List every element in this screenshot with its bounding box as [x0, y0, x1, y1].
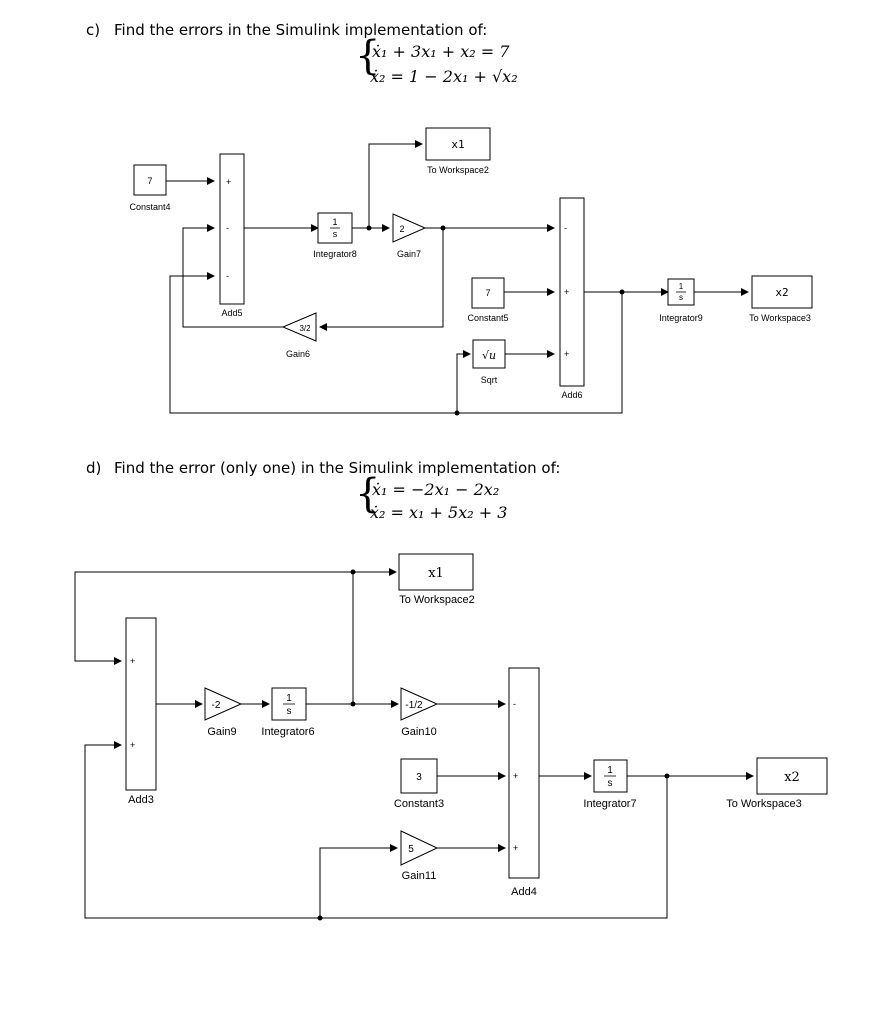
to-workspace3-d-block[interactable] [756, 757, 828, 795]
question-d-eq2: ẋ₂ = x₁ + 5x₂ + 3 [370, 503, 508, 522]
signal-lines-c [166, 140, 749, 414]
to-workspace2-c-block[interactable] [425, 127, 491, 161]
gain10-label: Gain10 [401, 726, 436, 738]
to-workspace3-d-var: x2 [784, 770, 800, 785]
add5-block[interactable] [219, 153, 245, 305]
gain6-value: 3/2 [299, 324, 311, 333]
constant4-block[interactable] [133, 164, 167, 196]
add5-sign-1: + [226, 177, 231, 187]
add6-block[interactable] [559, 197, 585, 387]
gain7-block[interactable] [392, 213, 427, 243]
gain9-value: -2 [212, 700, 221, 711]
integrator9-num: 1 [679, 282, 684, 291]
integrator6-den: s [287, 706, 292, 717]
constant5-label: Constant5 [467, 313, 508, 323]
to-workspace2-d-var: x1 [428, 566, 444, 581]
question-c-eq1: ẋ₁ + 3x₁ + x₂ = 7 [372, 42, 510, 61]
equation-brace-c: { [355, 33, 381, 79]
gain6-label: Gain6 [286, 349, 310, 359]
to-workspace2-c-var: x1 [451, 138, 464, 151]
gain7-label: Gain7 [397, 249, 421, 259]
to-workspace3-d-label: To Workspace3 [726, 798, 802, 810]
add3-sign-2: + [130, 740, 135, 750]
add3-label: Add3 [128, 794, 154, 806]
gain11-label: Gain11 [402, 870, 437, 882]
equation-brace-d: { [355, 471, 381, 517]
question-c-label: c) [86, 21, 101, 39]
to-workspace2-c-label: To Workspace2 [427, 165, 489, 175]
gain9-block[interactable] [204, 687, 243, 721]
constant5-value: 7 [485, 288, 490, 298]
integrator8-label: Integrator8 [313, 249, 357, 259]
add3-sign-1: + [130, 656, 135, 666]
add4-sign-1: - [513, 699, 516, 709]
to-workspace3-c-label: To Workspace3 [749, 313, 811, 323]
gain10-value: -1/2 [405, 700, 423, 711]
question-d-eq1: ẋ₁ = −2x₁ − 2x₂ [372, 480, 500, 499]
add6-sign-2: + [564, 287, 569, 297]
add5-label: Add5 [221, 308, 242, 318]
integrator7-den: s [608, 778, 613, 789]
constant3-label: Constant3 [394, 798, 444, 810]
add6-sign-1: - [564, 223, 567, 233]
integrator6-num: 1 [286, 693, 292, 704]
sqrt-label: Sqrt [481, 375, 498, 385]
signal-lines-d [74, 568, 754, 919]
add4-sign-2: + [513, 771, 518, 781]
gain9-label: Gain9 [207, 726, 236, 738]
to-workspace3-c-var: x2 [775, 286, 788, 299]
integrator6-label: Integrator6 [261, 726, 314, 738]
integrator8-num: 1 [332, 217, 337, 227]
integrator7-block[interactable] [593, 759, 628, 793]
add6-sign-3: + [564, 349, 569, 359]
constant5-block[interactable] [471, 277, 505, 309]
sqrt-block[interactable] [472, 339, 506, 369]
integrator9-label: Integrator9 [659, 313, 703, 323]
to-workspace3-c-block[interactable] [751, 275, 813, 309]
constant3-value: 3 [416, 772, 422, 783]
constant4-value: 7 [147, 176, 152, 186]
integrator9-den: s [679, 293, 683, 302]
gain6-block[interactable] [281, 312, 317, 342]
gain10-block[interactable] [400, 687, 439, 721]
gain7-value: 2 [399, 224, 404, 234]
add5-sign-2: - [226, 223, 229, 233]
to-workspace2-d-label: To Workspace2 [399, 594, 475, 606]
question-c-eq2: ẋ₂ = 1 − 2x₁ + √x₂ [370, 67, 518, 86]
gain11-value: 5 [408, 844, 414, 855]
gain11-block[interactable] [400, 830, 439, 866]
integrator7-label: Integrator7 [583, 798, 636, 810]
add3-block[interactable] [125, 617, 157, 791]
branch-points-d [317, 569, 670, 921]
sqrt-value: √u [482, 349, 496, 362]
question-d-text: Find the error (only one) in the Simulin… [114, 459, 561, 477]
to-workspace2-d-block[interactable] [398, 553, 474, 591]
branch-points-c [366, 225, 625, 416]
add5-sign-3: - [226, 271, 229, 281]
add4-label: Add4 [511, 886, 537, 898]
add4-sign-3: + [513, 843, 518, 853]
constant4-label: Constant4 [129, 202, 170, 212]
integrator8-den: s [333, 229, 338, 239]
integrator7-num: 1 [607, 765, 613, 776]
question-d-label: d) [86, 459, 102, 477]
constant3-block[interactable] [400, 758, 438, 794]
add6-label: Add6 [561, 390, 582, 400]
question-c-text: Find the errors in the Simulink implemen… [114, 21, 488, 39]
add4-block[interactable] [508, 667, 540, 879]
